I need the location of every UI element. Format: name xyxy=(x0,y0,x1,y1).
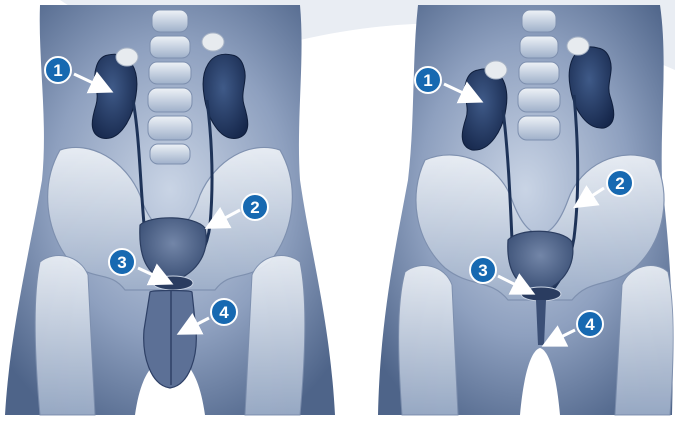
callout-label: 4 xyxy=(219,303,229,322)
callout-label: 2 xyxy=(250,198,259,217)
right-femur xyxy=(615,266,673,415)
left-femur xyxy=(35,256,95,415)
callout-label: 4 xyxy=(585,315,595,334)
female-figure xyxy=(378,5,673,415)
callout-label: 1 xyxy=(53,61,62,80)
urethra xyxy=(144,291,197,389)
spine xyxy=(518,10,560,140)
callout-label: 3 xyxy=(478,261,487,280)
left-femur xyxy=(399,266,458,415)
callout-label: 3 xyxy=(117,253,126,272)
callout-label: 2 xyxy=(615,174,624,193)
callout-label: 1 xyxy=(423,71,432,90)
right-femur xyxy=(245,256,305,415)
